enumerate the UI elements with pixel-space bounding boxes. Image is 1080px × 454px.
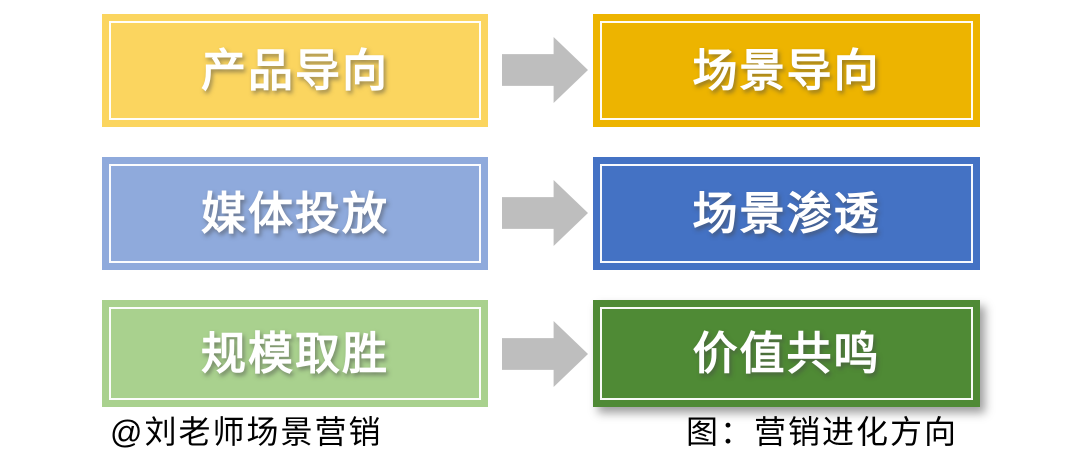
box-win-by-scale: 规模取胜 — [102, 300, 488, 407]
figure-caption: 图：营销进化方向 — [686, 414, 959, 450]
box-product-oriented: 产品导向 — [102, 14, 488, 127]
box-scene-oriented: 场景导向 — [593, 14, 980, 127]
box-media-placement: 媒体投放 — [102, 157, 488, 270]
box-scene-penetration: 场景渗透 — [593, 157, 980, 270]
box-win-by-scale-label: 规模取胜 — [200, 328, 389, 379]
arrow-right-icon — [502, 321, 588, 387]
watermark-text: @刘老师场景营销 — [110, 414, 383, 450]
arrow-right-icon — [502, 37, 588, 103]
box-product-oriented-label: 产品导向 — [200, 45, 389, 96]
box-value-resonance: 价值共鸣 — [593, 300, 980, 407]
box-scene-oriented-label: 场景导向 — [692, 45, 881, 96]
box-scene-penetration-label: 场景渗透 — [692, 188, 881, 239]
box-media-placement-label: 媒体投放 — [200, 188, 389, 239]
box-value-resonance-label: 价值共鸣 — [692, 328, 881, 379]
arrow-right-icon — [502, 180, 588, 246]
